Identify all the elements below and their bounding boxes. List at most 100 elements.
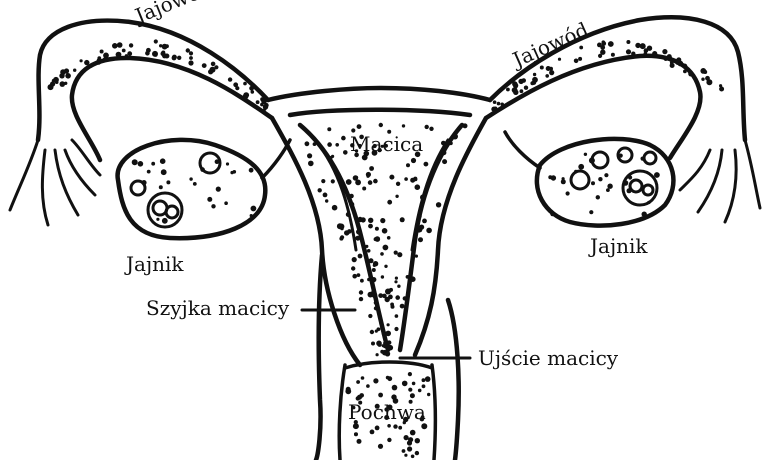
stipple-dot — [359, 297, 363, 301]
stipple-dot — [372, 268, 376, 272]
right-ovarian-ligament — [505, 132, 540, 168]
stipple-dot — [623, 180, 629, 186]
stipple-dot — [429, 127, 433, 131]
stipple-dot — [394, 251, 398, 255]
stipple-dot — [395, 195, 398, 198]
stipple-dot — [669, 58, 673, 62]
stipple-dot — [422, 378, 426, 382]
stipple-dot — [420, 194, 426, 200]
stipple-dot — [426, 228, 432, 234]
stipple-dot — [394, 280, 397, 283]
stipple-dot — [366, 175, 369, 178]
stipple-dot — [380, 218, 385, 223]
stipple-dot — [400, 304, 405, 309]
stipple-dot — [402, 381, 408, 387]
stipple-dot — [263, 104, 268, 109]
stipple-dot — [193, 182, 197, 186]
stipple-dot — [376, 353, 379, 356]
stipple-dot — [341, 136, 346, 141]
stipple-dot — [357, 124, 362, 129]
stipple-dot — [550, 212, 554, 216]
stipple-dot — [579, 46, 583, 50]
stipple-dot — [337, 223, 343, 229]
stipple-dot — [172, 56, 177, 61]
stipple-dot — [703, 70, 707, 74]
stipple-dot — [611, 53, 615, 57]
stipple-dot — [641, 157, 645, 161]
stipple-dot — [419, 225, 424, 230]
stipple-dot — [449, 141, 453, 145]
stipple-dot — [368, 180, 373, 185]
stipple-dot — [380, 326, 384, 330]
stipple-dot — [369, 258, 374, 263]
stipple-dot — [600, 50, 605, 55]
stipple-dot — [327, 142, 332, 147]
stipple-dot — [96, 60, 101, 65]
stipple-dot — [422, 384, 426, 388]
stipple-dot — [328, 156, 332, 160]
stipple-dot — [129, 43, 133, 47]
stipple-dot — [400, 217, 405, 222]
stipple-dot — [683, 70, 687, 74]
stipple-dot — [392, 385, 398, 391]
label-cervical-os: Ujście macicy — [478, 348, 618, 368]
stipple-dot — [500, 103, 504, 107]
stipple-dot — [393, 395, 397, 399]
stipple-dot — [357, 273, 361, 277]
label-cervix: Szyjka macicy — [146, 298, 289, 318]
stipple-dot — [164, 54, 169, 59]
stipple-dot — [390, 303, 394, 307]
stipple-dot — [671, 63, 674, 66]
stipple-dot — [493, 107, 497, 111]
stipple-dot — [706, 79, 712, 85]
stipple-dot — [688, 71, 693, 76]
stipple-dot — [373, 378, 378, 383]
stipple-dot — [233, 82, 238, 87]
stipple-dot — [640, 43, 646, 49]
stipple-dot — [493, 100, 497, 104]
stipple-dot — [358, 254, 363, 259]
stipple-dot — [387, 424, 391, 428]
stipple-dot — [408, 388, 412, 392]
stipple-dot — [357, 439, 362, 444]
stipple-dot — [373, 179, 378, 184]
stipple-dot — [375, 426, 380, 431]
stipple-dot — [397, 285, 400, 288]
stipple-dot — [397, 252, 402, 257]
stipple-dot — [89, 64, 93, 68]
stipple-dot — [84, 60, 89, 65]
stipple-dot — [202, 63, 207, 68]
stipple-dot — [207, 197, 212, 202]
stipple-dot — [545, 74, 549, 78]
stipple-dot — [251, 206, 257, 212]
stipple-dot — [425, 125, 429, 129]
stipple-dot — [249, 86, 254, 91]
stipple-dot — [403, 296, 407, 300]
stipple-dot — [352, 257, 357, 262]
stipple-dot — [211, 62, 216, 67]
stipple-dot — [351, 266, 355, 270]
stipple-dot — [73, 69, 76, 72]
stipple-dot — [64, 68, 69, 73]
stipple-dot — [159, 185, 163, 189]
stipple-dot — [189, 56, 193, 60]
stipple-dot — [631, 52, 635, 56]
stipple-dot — [307, 153, 312, 158]
stipple-dot — [335, 143, 339, 147]
stipple-dot — [682, 64, 687, 69]
stipple-dot — [387, 340, 391, 344]
stipple-dot — [59, 73, 64, 78]
stipple-dot — [627, 188, 632, 193]
stipple-dot — [561, 179, 566, 184]
stipple-dot — [533, 77, 537, 81]
stipple-dot — [418, 215, 421, 218]
stipple-dot — [374, 301, 378, 305]
stipple-dot — [410, 178, 415, 183]
stipple-dot — [377, 327, 381, 331]
stipple-dot — [188, 60, 193, 65]
cavity-top — [290, 110, 470, 115]
stipple-dot — [357, 395, 362, 400]
stipple-dot — [160, 158, 166, 164]
stipple-dot — [558, 58, 561, 61]
stipple-dot — [578, 164, 584, 170]
